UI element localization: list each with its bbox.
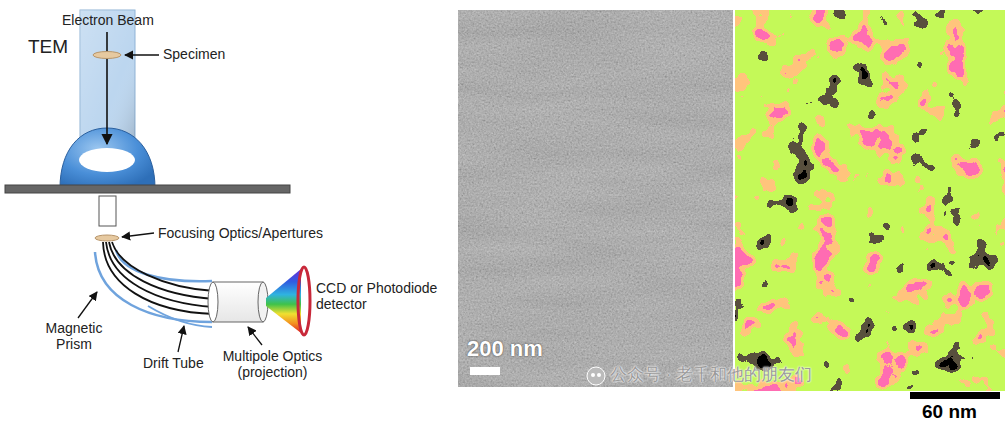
scale-label: 200 nm [467, 336, 543, 361]
trajectory [103, 242, 214, 314]
schematic [5, 10, 310, 352]
leader-arrow [178, 326, 184, 352]
entrance-tube [99, 196, 116, 226]
instrument-label: TEM [28, 36, 68, 58]
tem-micrograph [458, 10, 733, 387]
scale-bar [910, 392, 1000, 399]
tem-column [80, 10, 135, 150]
leader-arrow [122, 233, 154, 237]
scale-label: 60 nm [922, 401, 977, 423]
leader-arrow [248, 327, 262, 345]
spectrum [266, 269, 301, 333]
part-label: CCD or Photodiode detector [316, 280, 451, 312]
tem-column-shade [80, 10, 135, 150]
drift-tube [148, 306, 212, 327]
watermark-icon [591, 373, 595, 377]
part-label: Specimen [163, 46, 225, 62]
watermark-icon [587, 367, 605, 385]
multipole-end [208, 282, 218, 322]
lens-window [79, 148, 135, 172]
phase-map [735, 10, 1005, 391]
trajectory [106, 242, 214, 307]
part-label: Drift Tube [143, 355, 204, 371]
leader-arrow [78, 292, 97, 318]
detector [298, 267, 310, 335]
trajectory [112, 242, 214, 291]
beam-label: Electron Beam [62, 12, 154, 28]
part-label: Magnetic Prism [36, 320, 112, 352]
watermark: 公众号 · 老千和他的朋友们 [610, 365, 812, 385]
micrograph-grain [458, 10, 733, 387]
aperture [95, 235, 119, 241]
beam-arrow [106, 32, 108, 144]
watermark-icon [597, 373, 601, 377]
elemental-map [735, 10, 1005, 391]
multipole-optics [213, 282, 263, 322]
micrograph-ground [458, 10, 733, 387]
specimen [93, 52, 121, 59]
part-label: Multipole Optics (projection) [210, 348, 335, 380]
part-label: Focusing Optics/Apertures [158, 225, 323, 241]
trajectory [109, 242, 214, 299]
scale-bar [470, 367, 500, 375]
floor-bar [5, 185, 290, 193]
leader-arrow [125, 54, 159, 55]
micrograph-stripes [458, 10, 733, 387]
